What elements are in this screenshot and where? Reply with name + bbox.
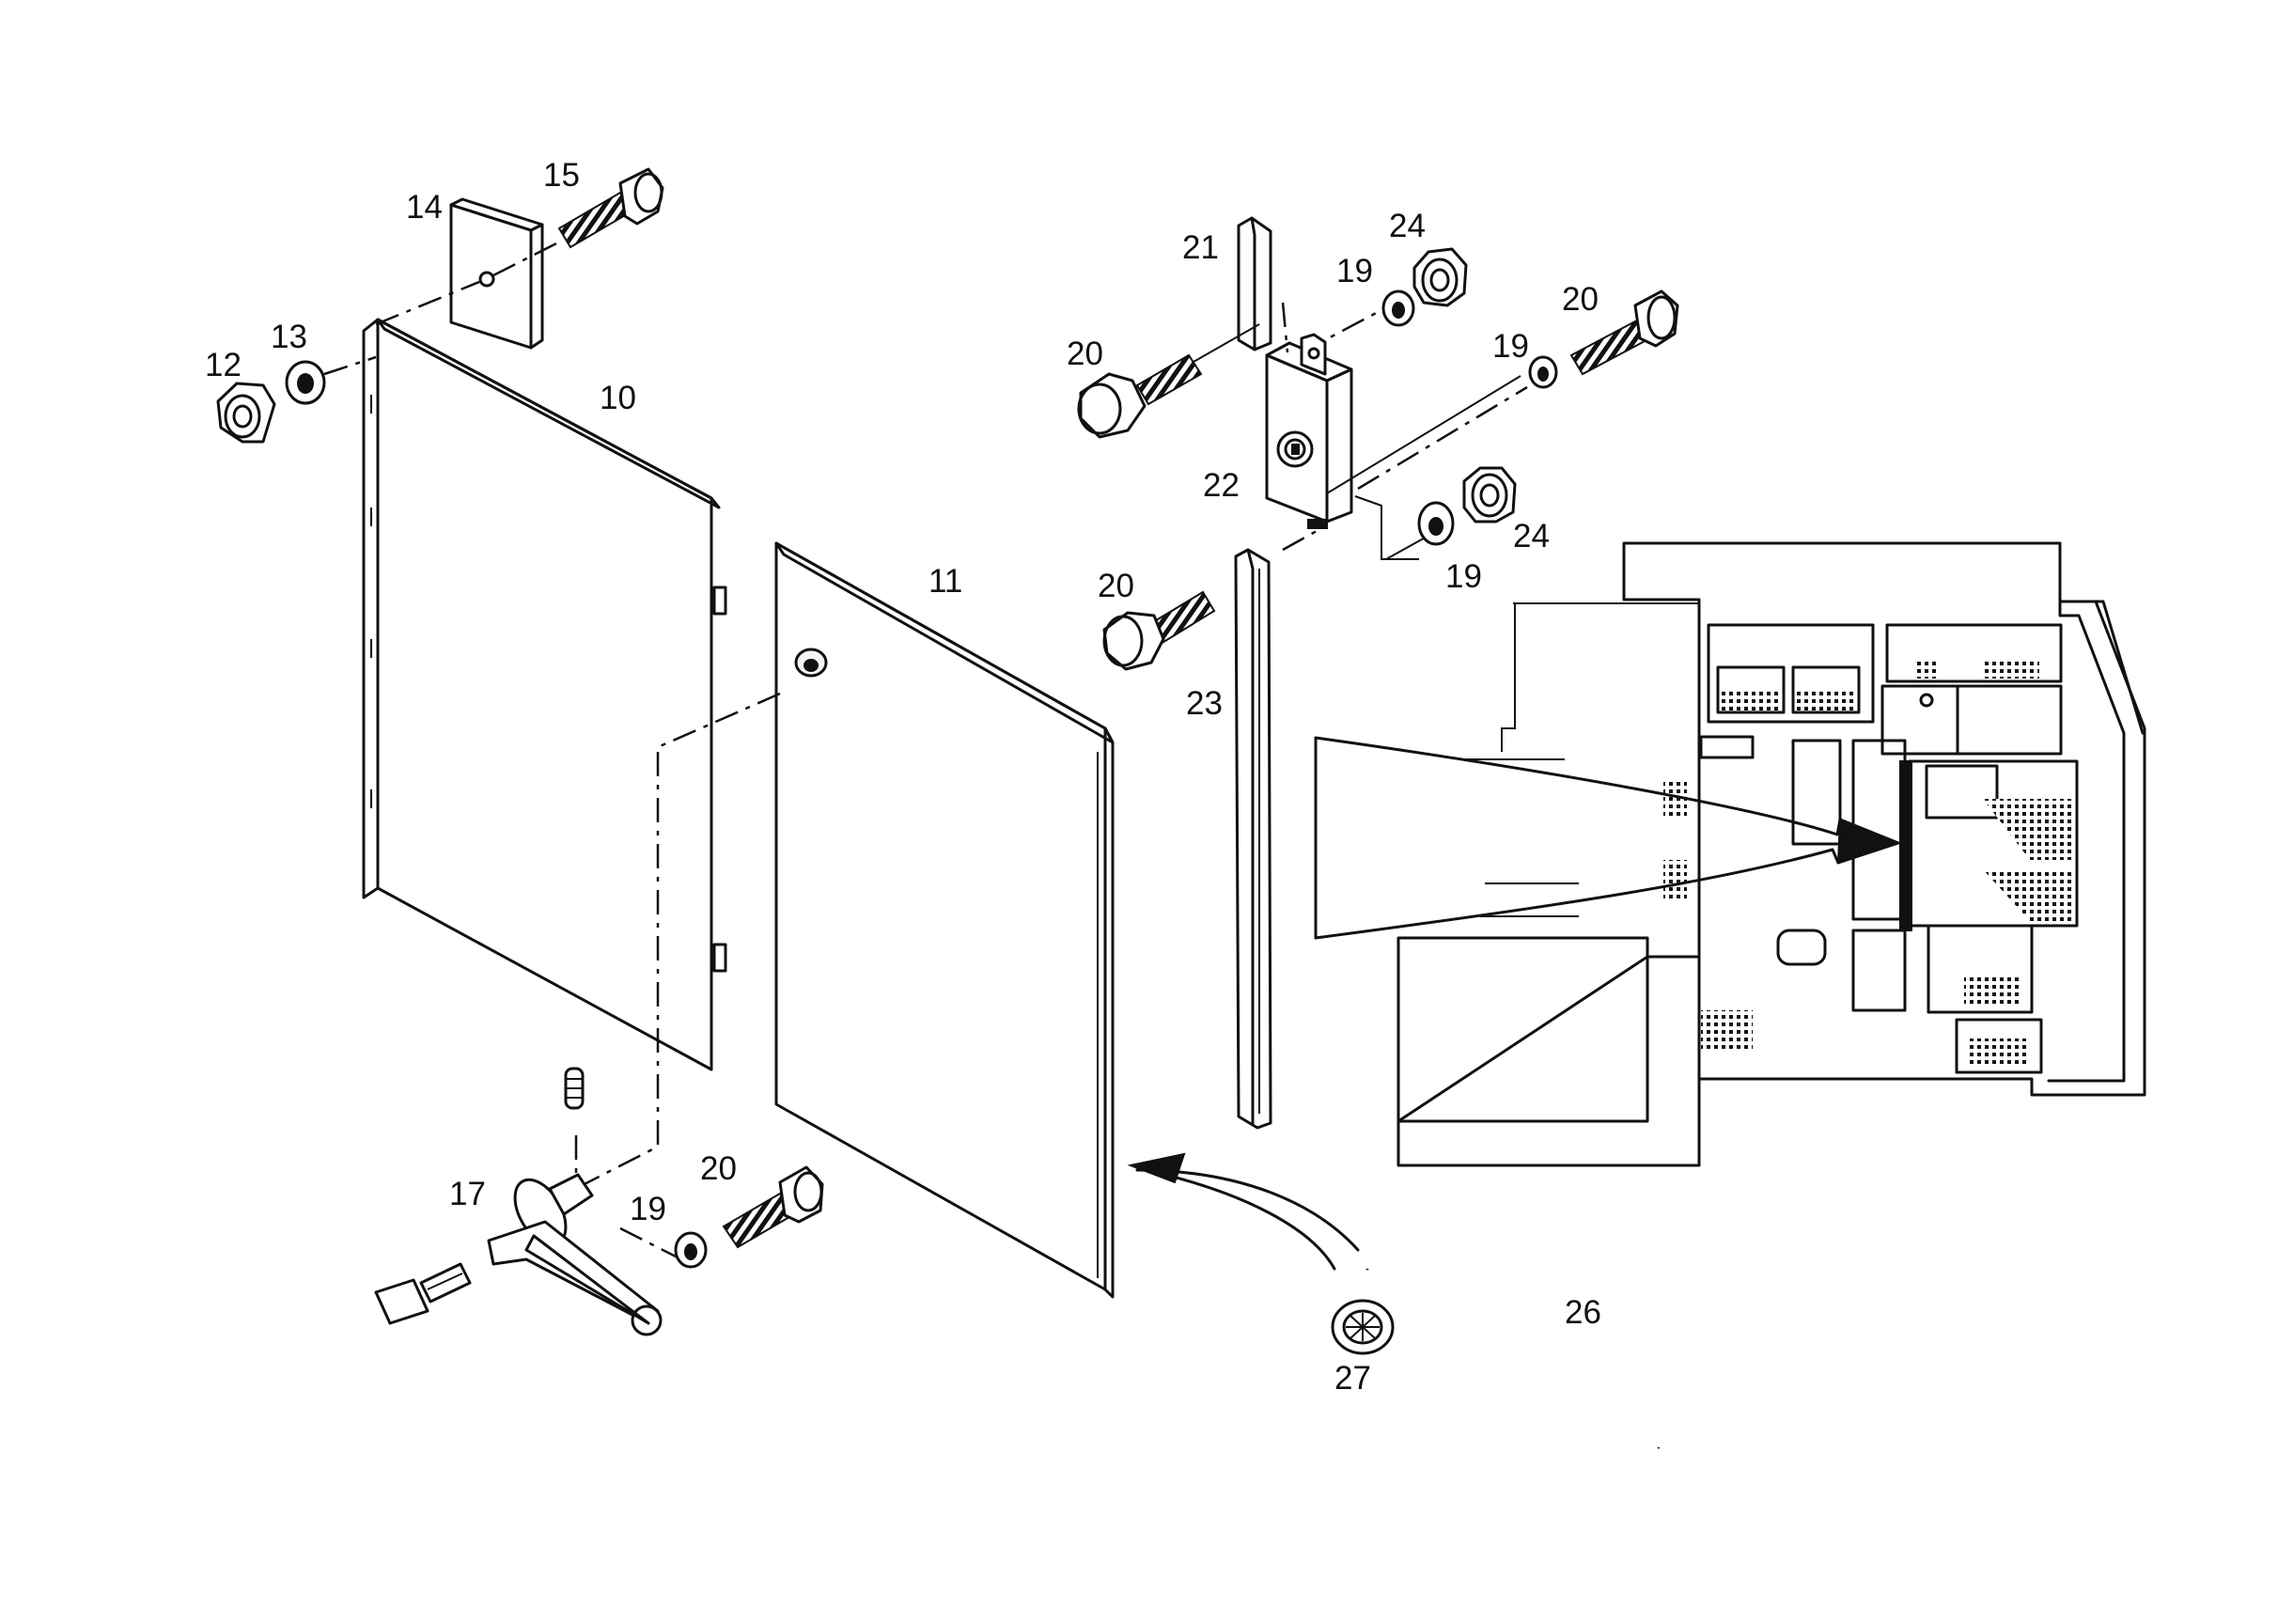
strip-21 [1237, 216, 1272, 351]
nut-24-top [1412, 247, 1468, 307]
screw-20-bottom [722, 1165, 824, 1249]
panel-11 [774, 541, 1115, 1299]
washer-19-bottom [674, 1231, 708, 1269]
curved-arrow [1127, 1152, 1360, 1271]
rod-26 [1364, 1242, 1663, 1449]
label-13: 13 [271, 319, 307, 355]
label-10: 10 [600, 380, 636, 416]
label-15: 15 [543, 157, 580, 194]
lock-assembly-17 [374, 1067, 663, 1336]
label-24-top: 24 [1389, 208, 1426, 244]
key-icon [374, 1262, 472, 1325]
label-19-right: 19 [1492, 328, 1529, 365]
label-21: 21 [1182, 229, 1219, 266]
label-26: 26 [1565, 1294, 1601, 1331]
grommet-27 [1331, 1299, 1395, 1355]
label-20-bottom: 20 [700, 1150, 737, 1187]
label-22: 22 [1203, 467, 1240, 504]
panel-10 [362, 318, 727, 1071]
nut-24-lower [1462, 466, 1517, 523]
machine-overview [1396, 541, 2146, 1167]
washer-19-top [1381, 289, 1415, 327]
label-20-right: 20 [1562, 281, 1599, 318]
label-24-lower: 24 [1513, 518, 1550, 554]
callout-arrow [1314, 736, 1901, 940]
lock-box-22 [1265, 333, 1353, 529]
nut-12 [216, 382, 276, 444]
part-labels: 10 11 12 13 14 15 17 19 20 21 20 19 24 2… [205, 157, 1601, 1397]
label-27: 27 [1334, 1360, 1371, 1397]
label-19-lower: 19 [1445, 558, 1482, 595]
screw-20-right [1569, 289, 1679, 376]
washer-19-right [1528, 355, 1558, 389]
label-11: 11 [928, 563, 962, 600]
label-12: 12 [205, 347, 242, 383]
screw-20-middle [1102, 590, 1216, 671]
screw-20-left [1077, 323, 1260, 439]
label-19-top: 19 [1336, 253, 1373, 289]
washer-13 [285, 360, 326, 405]
label-23: 23 [1186, 685, 1223, 722]
label-20-left: 20 [1067, 336, 1103, 372]
screw-15 [557, 167, 664, 249]
washer-19-lower [1417, 501, 1455, 546]
label-20-middle: 20 [1098, 568, 1134, 604]
block-14 [449, 197, 544, 350]
label-17: 17 [449, 1176, 486, 1212]
strip-23 [1234, 548, 1272, 1130]
label-14: 14 [406, 189, 443, 226]
guide-lines-left [323, 238, 781, 1261]
label-19-bottom: 19 [630, 1191, 666, 1227]
